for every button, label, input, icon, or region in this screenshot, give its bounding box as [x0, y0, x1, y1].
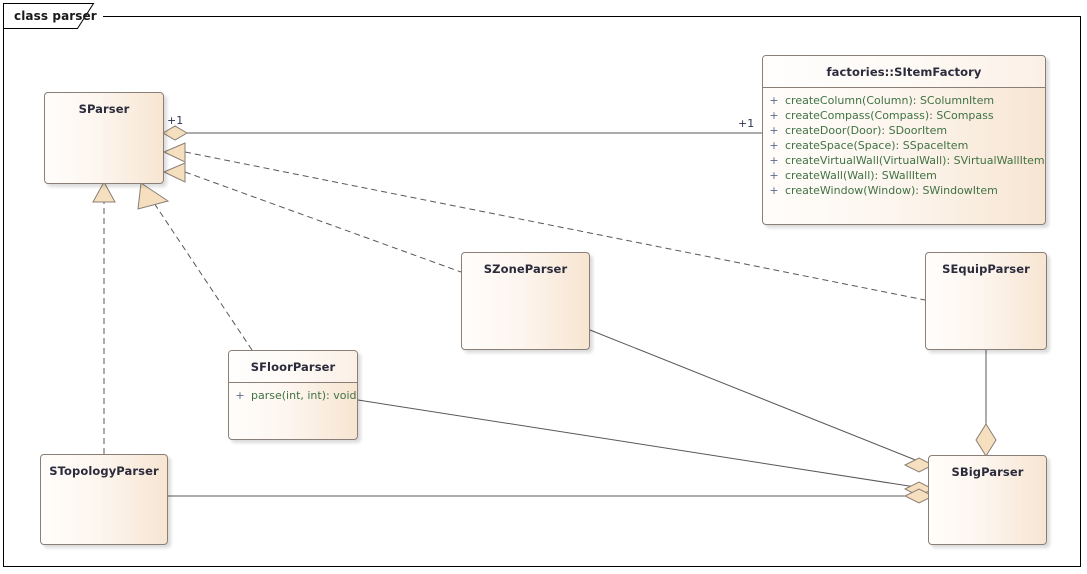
member-signature: createWindow(Window): SWindowItem [785, 184, 998, 197]
member-row: + createVirtualWall(VirtualWall): SVirtu… [763, 153, 1045, 168]
member-row: + createWindow(Window): SWindowItem [763, 183, 1045, 198]
member-row: + createColumn(Column): SColumnItem [763, 93, 1045, 108]
member-list-sfloorparser: + parse(int, int): void [229, 383, 357, 409]
member-signature: createWall(Wall): SWallItem [785, 169, 937, 182]
multiplicity-label-sitemfactory: +1 [738, 117, 755, 130]
member-signature: createVirtualWall(VirtualWall): SVirtual… [785, 154, 1045, 167]
member-row: + parse(int, int): void [229, 388, 357, 403]
visibility-marker: + [769, 169, 779, 182]
class-title-sparser: SParser [78, 102, 130, 116]
class-title-sequipparser: SEquipParser [942, 262, 1030, 276]
member-row: + createCompass(Compass): SCompass [763, 108, 1045, 123]
visibility-marker: + [769, 109, 779, 122]
class-box-sfloorparser[interactable]: SFloorParser + parse(int, int): void [228, 350, 358, 440]
member-signature: createDoor(Door): SDoorItem [785, 124, 948, 137]
member-row: + createWall(Wall): SWallItem [763, 168, 1045, 183]
class-title-sbigparser: SBigParser [951, 465, 1024, 479]
diagram-frame-label: class parser [14, 9, 97, 23]
class-box-stopologyparser[interactable]: STopologyParser [40, 454, 168, 545]
member-row: + createSpace(Space): SSpaceItem [763, 138, 1045, 153]
member-signature: createCompass(Compass): SCompass [785, 109, 994, 122]
class-box-sitemfactory[interactable]: factories::SItemFactory + createColumn(C… [762, 55, 1046, 225]
class-title-sfloorparser: SFloorParser [229, 351, 357, 383]
member-signature: createColumn(Column): SColumnItem [785, 94, 995, 107]
class-title-stopologyparser: STopologyParser [49, 464, 159, 478]
multiplicity-label-sparser: +1 [167, 114, 184, 127]
class-title-szoneparser: SZoneParser [483, 262, 568, 276]
visibility-marker: + [235, 389, 245, 402]
class-box-sequipparser[interactable]: SEquipParser [925, 252, 1047, 350]
class-title-sitemfactory: factories::SItemFactory [763, 56, 1045, 88]
class-box-szoneparser[interactable]: SZoneParser [461, 252, 590, 350]
visibility-marker: + [769, 124, 779, 137]
visibility-marker: + [769, 154, 779, 167]
visibility-marker: + [769, 184, 779, 197]
member-list-sitemfactory: + createColumn(Column): SColumnItem + cr… [763, 88, 1045, 204]
visibility-marker: + [769, 139, 779, 152]
diagram-frame-tab: class parser [3, 3, 103, 29]
class-box-sbigparser[interactable]: SBigParser [928, 455, 1047, 545]
class-box-sparser[interactable]: SParser [44, 92, 164, 184]
member-row: + createDoor(Door): SDoorItem [763, 123, 1045, 138]
member-signature: createSpace(Space): SSpaceItem [785, 139, 969, 152]
visibility-marker: + [769, 94, 779, 107]
member-signature: parse(int, int): void [251, 389, 357, 402]
